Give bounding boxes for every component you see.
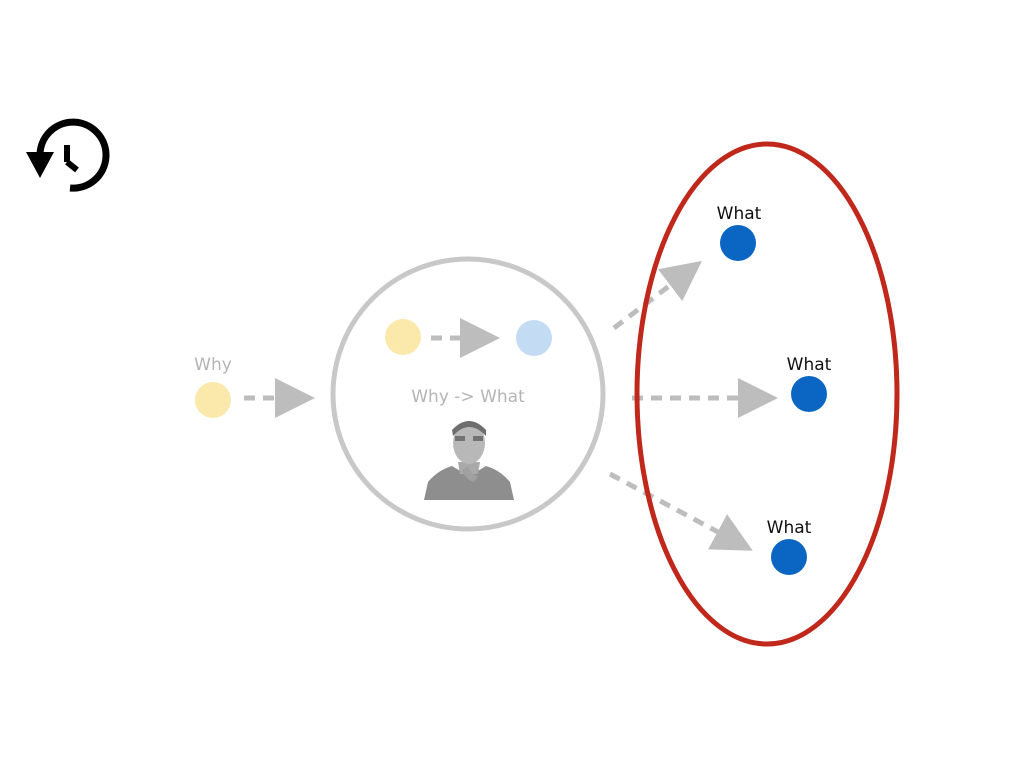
inner-what-node bbox=[516, 320, 552, 356]
portrait-icon bbox=[423, 420, 514, 501]
process-label: Why -> What bbox=[411, 387, 525, 407]
why-node bbox=[195, 382, 231, 418]
inner-why-node bbox=[385, 319, 421, 355]
arrow-to-what-bottom bbox=[608, 471, 753, 551]
process-circle: Why -> What bbox=[330, 256, 606, 532]
what-label: What bbox=[717, 204, 762, 224]
what-label: What bbox=[787, 355, 832, 375]
history-icon[interactable] bbox=[26, 118, 110, 192]
arrow-to-what-top bbox=[612, 260, 702, 330]
what-node-bottom: What bbox=[767, 518, 812, 575]
what-label: What bbox=[767, 518, 812, 538]
what-node-top: What bbox=[717, 204, 762, 261]
why-label: Why bbox=[194, 355, 232, 375]
what-node-middle: What bbox=[787, 355, 832, 412]
highlight-ellipse bbox=[634, 141, 900, 647]
